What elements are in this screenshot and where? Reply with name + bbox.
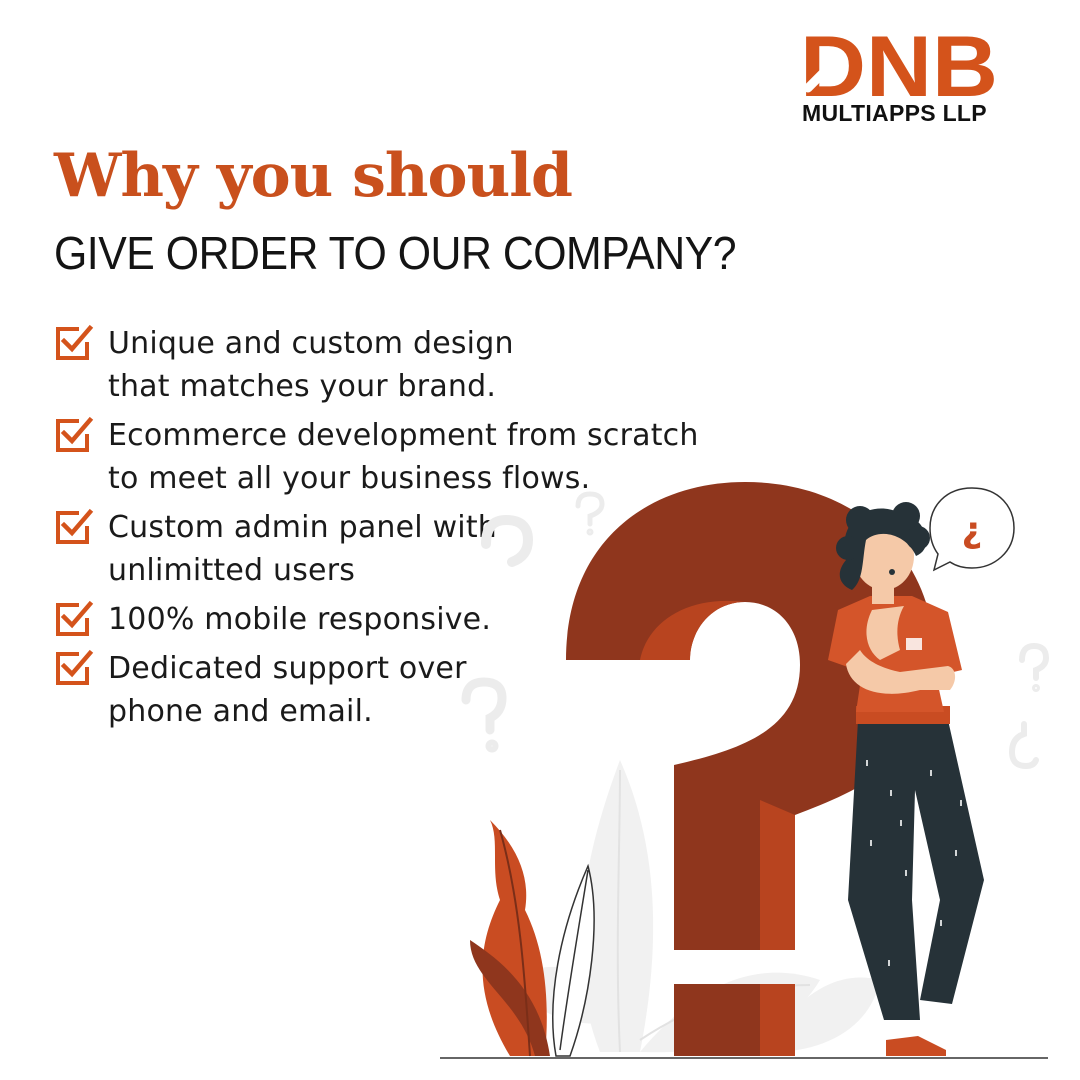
thinking-person-illustration: ¿: [440, 482, 1050, 1059]
feature-line: phone and email.: [108, 694, 373, 729]
feature-text: Dedicated support over phone and email.: [108, 647, 467, 733]
feature-item-admin-panel: Custom admin panel with unlimitted users: [54, 506, 784, 592]
checkbox-checked-icon: [56, 600, 94, 636]
person-thinking-icon: [828, 502, 984, 1056]
feature-line: 100% mobile responsive.: [108, 602, 492, 637]
feature-list: Unique and custom design that matches yo…: [54, 322, 784, 739]
arrow-up-right-icon: [803, 54, 842, 93]
company-name: MULTIAPPS LLP: [802, 100, 987, 126]
feature-item-mobile-responsive: 100% mobile responsive.: [54, 598, 784, 641]
feature-line: to meet all your business flows.: [108, 461, 591, 496]
checkbox-checked-icon: [56, 324, 94, 360]
question-mark-icon: [461, 491, 1050, 770]
feature-line: that matches your brand.: [108, 369, 497, 404]
big-question-mark-icon: [566, 482, 935, 1056]
speech-bubble-icon: ¿: [929, 487, 1015, 572]
outline-leaf-icon: [552, 863, 595, 1057]
plant-leaf-icon: [470, 820, 550, 1057]
checkbox-checked-icon: [56, 416, 94, 452]
headline-subtitle: GIVE ORDER TO OUR COMPANY?: [54, 227, 737, 279]
feature-text: 100% mobile responsive.: [108, 598, 491, 641]
speech-bubble-glyph: ¿: [962, 510, 983, 551]
feature-text: Custom admin panel with unlimitted users: [108, 506, 497, 592]
feature-text: Ecommerce development from scratch to me…: [108, 414, 699, 500]
feature-line: Ecommerce development from scratch: [108, 418, 699, 453]
checkbox-checked-icon: [56, 649, 94, 685]
dnb-logo-mark: DNB: [800, 28, 998, 104]
feature-line: Unique and custom design: [108, 326, 514, 361]
feature-text: Unique and custom design that matches yo…: [108, 322, 514, 408]
headline-title: Why you should: [54, 141, 573, 211]
feature-line: Custom admin panel with: [108, 510, 498, 545]
feature-item-ecommerce: Ecommerce development from scratch to me…: [54, 414, 784, 500]
feature-line: unlimitted users: [108, 553, 356, 588]
feature-item-unique-design: Unique and custom design that matches yo…: [54, 322, 784, 408]
checkbox-checked-icon: [56, 508, 94, 544]
feature-line: Dedicated support over: [108, 651, 467, 686]
feature-item-support: Dedicated support over phone and email.: [54, 647, 784, 733]
